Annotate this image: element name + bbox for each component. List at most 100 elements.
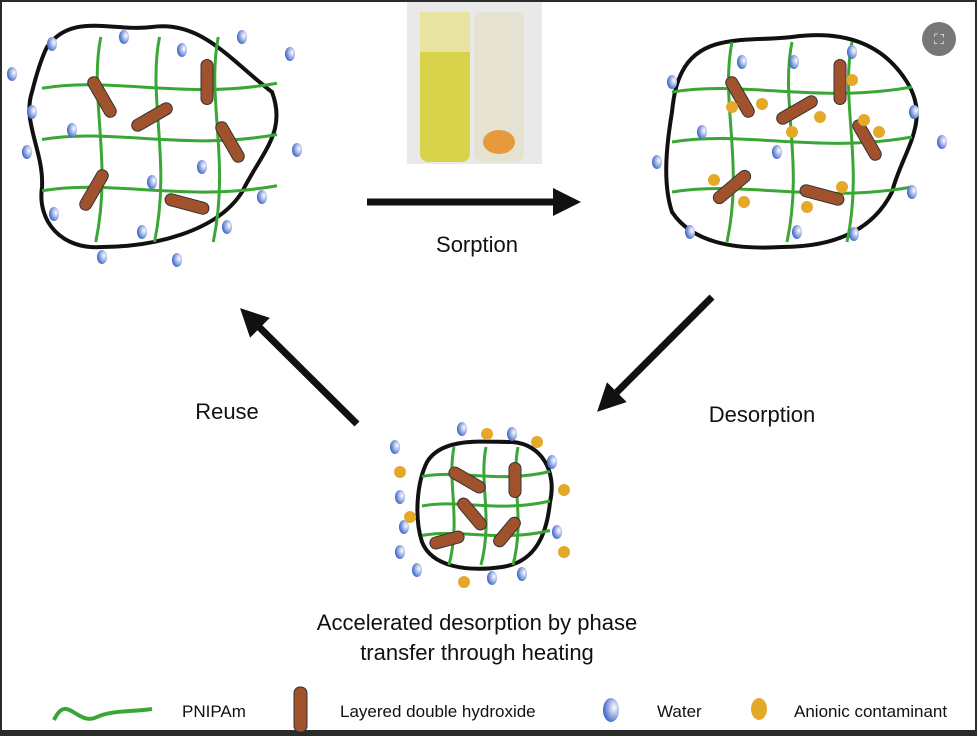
- hydrogel-collapsed: [415, 439, 554, 571]
- contaminant-dot: [858, 114, 870, 126]
- legend-pnipam-icon: [52, 706, 153, 721]
- contaminant-dot: [458, 576, 470, 588]
- ldh-rod: [833, 59, 847, 105]
- legend-ldh-icon: [293, 686, 308, 733]
- ldh-rod: [457, 497, 487, 531]
- ldh-rod: [164, 193, 210, 215]
- water-dot: [652, 155, 662, 169]
- ldh-rod: [776, 95, 818, 125]
- water-dot: [119, 30, 129, 44]
- water-dot: [147, 175, 157, 189]
- legend-contaminant-icon: [751, 698, 767, 720]
- legend-water-label: Water: [657, 702, 702, 721]
- water-dot: [789, 55, 799, 69]
- ldh-rod: [493, 516, 521, 548]
- water-dot: [697, 125, 707, 139]
- contaminant-dot: [846, 74, 858, 86]
- water-dot: [22, 145, 32, 159]
- desorption-label: Desorption: [708, 402, 816, 427]
- contaminant-dot: [814, 111, 826, 123]
- pnipam-chain: [421, 470, 551, 479]
- water-dot: [667, 75, 677, 89]
- water-dot: [487, 571, 497, 585]
- pnipam-chain: [479, 446, 488, 566]
- pnipam-chain: [153, 36, 163, 243]
- pnipam-chain: [41, 81, 278, 92]
- water-dot: [177, 43, 187, 57]
- water-dot: [772, 145, 782, 159]
- water-dot: [909, 105, 919, 119]
- water-dot: [292, 143, 302, 157]
- water-dot: [395, 490, 405, 504]
- ldh-rod: [200, 59, 214, 105]
- water-dot: [285, 47, 295, 61]
- legend-pnipam-label: PNIPAm: [182, 702, 246, 721]
- water-dot: [222, 220, 232, 234]
- contaminant-dot: [836, 181, 848, 193]
- contaminant-dot: [481, 428, 493, 440]
- contaminant-dot: [404, 511, 416, 523]
- pnipam-chain: [671, 185, 913, 195]
- ldh-rod: [87, 76, 117, 118]
- caption-line-1: Accelerated desorption by phase: [316, 610, 638, 635]
- water-dot: [27, 105, 37, 119]
- pnipam-chain: [725, 41, 735, 243]
- contaminant-dot: [531, 436, 543, 448]
- water-dot: [847, 45, 857, 59]
- desorption-arrow: [597, 294, 715, 412]
- contaminant-dot: [394, 466, 406, 478]
- water-dot: [390, 440, 400, 454]
- pnipam-chain: [94, 36, 104, 243]
- ldh-rod: [508, 462, 522, 498]
- ldh-rod: [79, 169, 109, 211]
- water-dot: [517, 567, 527, 581]
- fullscreen-exit-icon[interactable]: ⛶: [922, 22, 956, 56]
- network-contents: [7, 30, 947, 588]
- ldh-rod: [448, 466, 486, 494]
- water-dot: [412, 563, 422, 577]
- contaminant-dot: [708, 174, 720, 186]
- water-dot: [907, 185, 917, 199]
- pnipam-chain: [41, 133, 278, 143]
- water-dot: [552, 525, 562, 539]
- hydrogel-swollen-initial: [27, 23, 279, 250]
- contaminant-dot: [756, 98, 768, 110]
- water-dot: [67, 123, 77, 137]
- legend-water-icon: [603, 698, 619, 722]
- pnipam-chain: [447, 446, 456, 566]
- water-dot: [7, 67, 17, 81]
- pnipam-chain: [671, 85, 913, 95]
- contaminant-dot: [801, 201, 813, 213]
- water-dot: [172, 253, 182, 267]
- contaminant-dot: [786, 126, 798, 138]
- legend-contaminant-label: Anionic contaminant: [794, 702, 948, 721]
- water-dot: [395, 545, 405, 559]
- water-dot: [237, 30, 247, 44]
- caption-line-2: transfer through heating: [360, 640, 594, 665]
- pnipam-chain: [421, 499, 551, 508]
- ldh-rod: [725, 76, 755, 118]
- contaminant-dot: [558, 546, 570, 558]
- contaminant-dot: [726, 101, 738, 113]
- water-dot: [49, 207, 59, 221]
- contaminant-dot: [873, 126, 885, 138]
- reuse-arrow: [240, 308, 360, 427]
- legend-ldh-label: Layered double hydroxide: [340, 702, 536, 721]
- ldh-rod: [215, 121, 245, 163]
- sorption-label: Sorption: [436, 232, 518, 257]
- water-dot: [507, 427, 517, 441]
- pnipam-chain: [845, 41, 855, 243]
- water-dot: [849, 227, 859, 241]
- water-dot: [457, 422, 467, 436]
- reuse-label: Reuse: [195, 399, 259, 424]
- water-dot: [737, 55, 747, 69]
- hydrogel-loaded: [664, 33, 919, 250]
- contaminant-dot: [738, 196, 750, 208]
- ldh-rod: [799, 184, 845, 206]
- water-dot: [137, 225, 147, 239]
- caption: Accelerated desorption by phase transfer…: [242, 608, 712, 668]
- water-dot: [197, 160, 207, 174]
- water-dot: [792, 225, 802, 239]
